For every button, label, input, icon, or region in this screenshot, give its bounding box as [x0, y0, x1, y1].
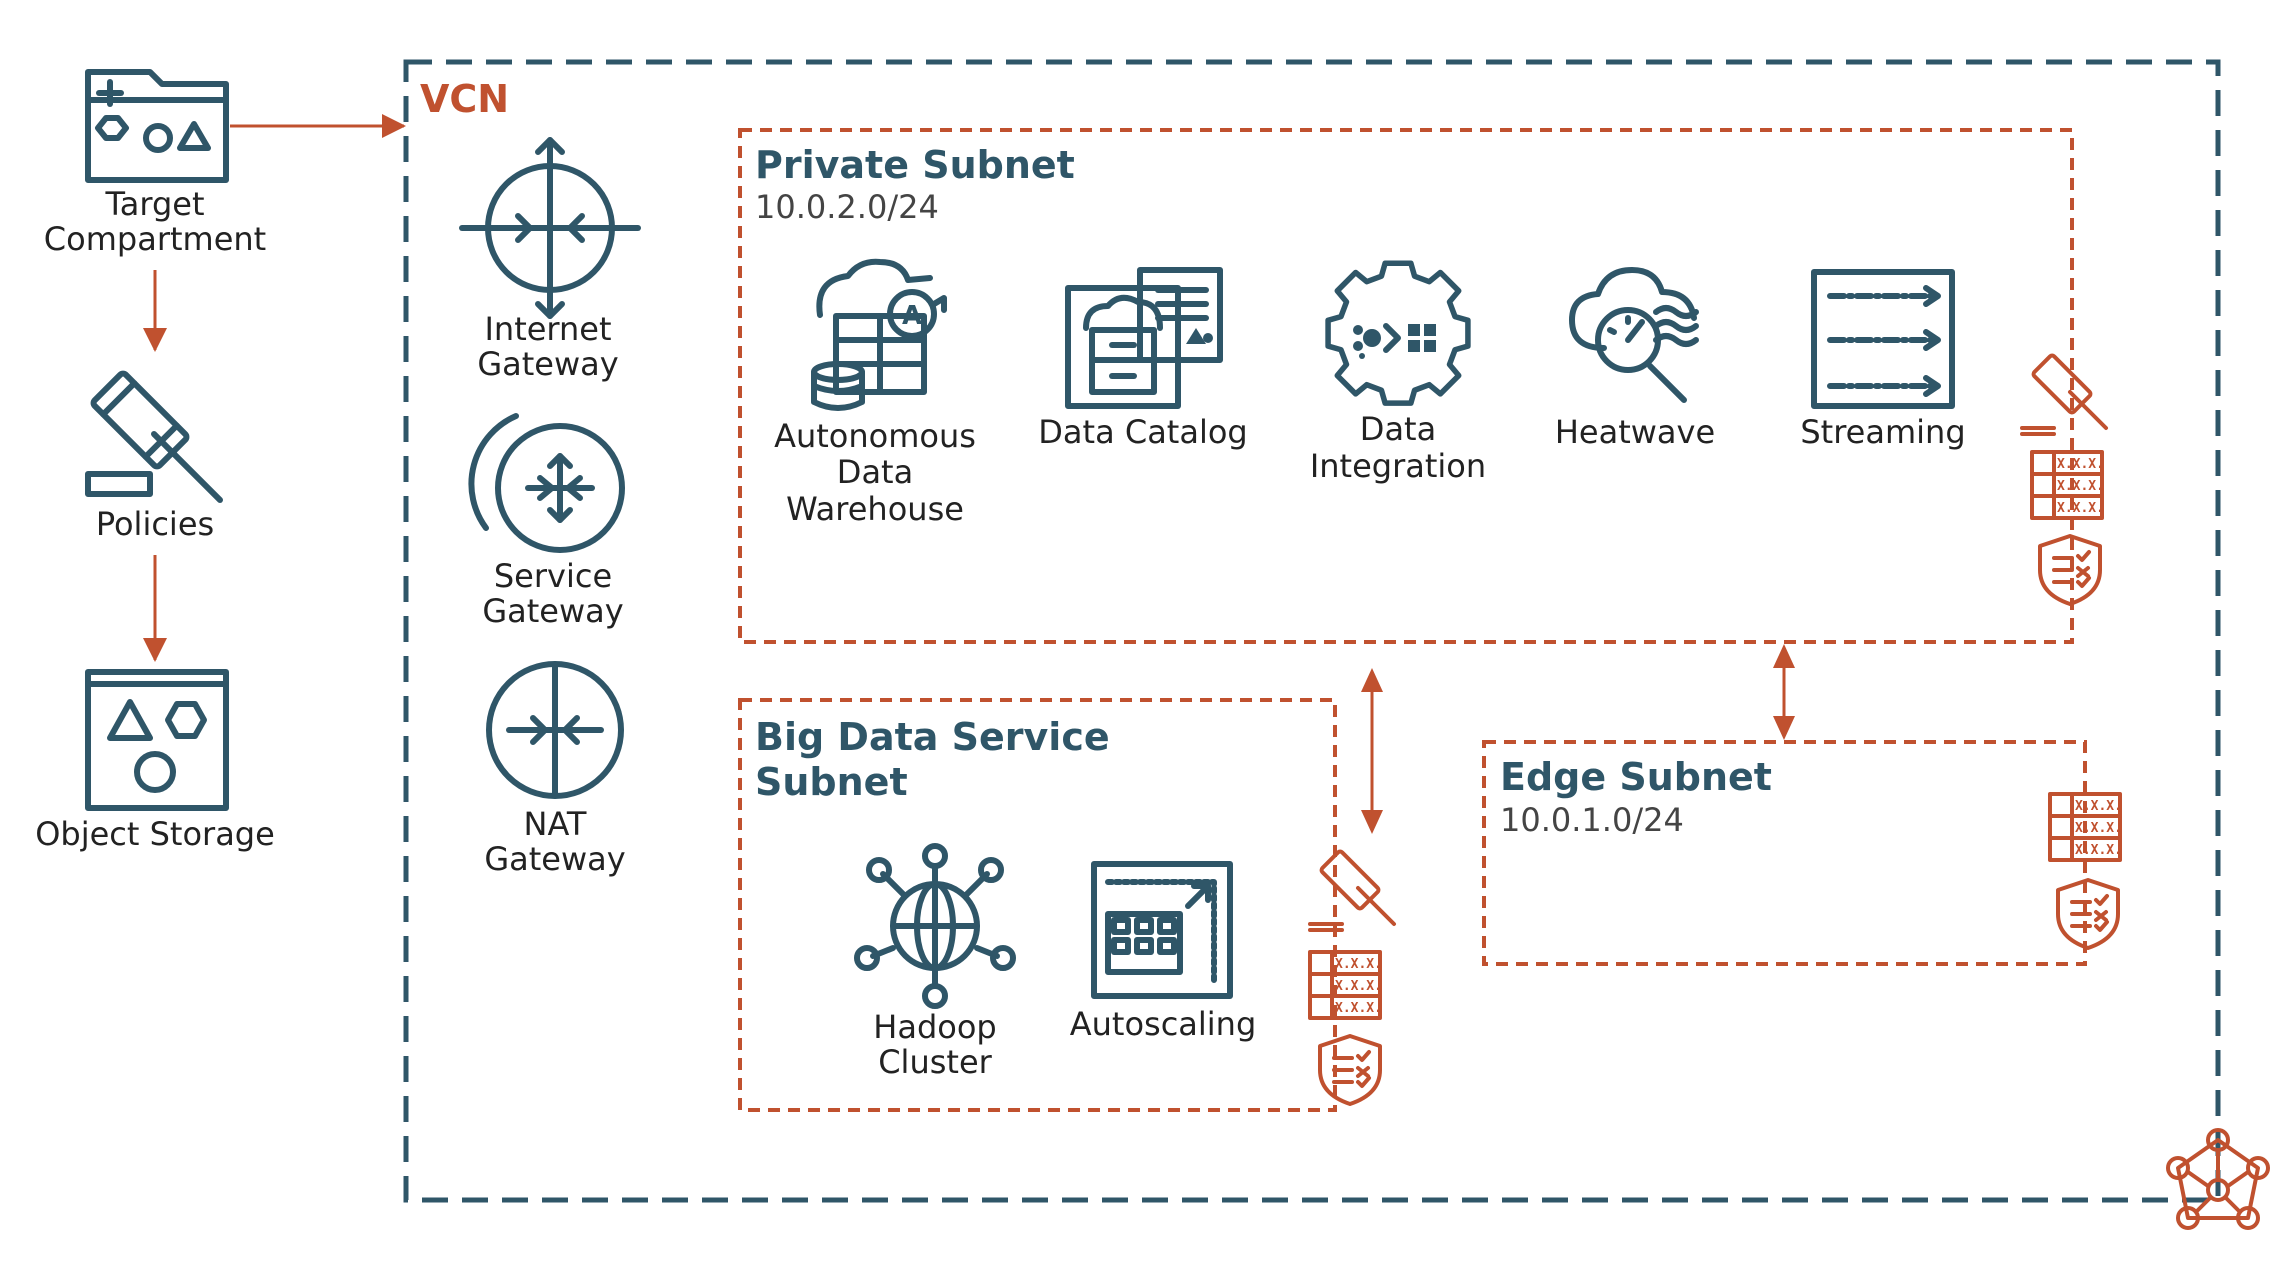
target-compartment-label-2: Compartment: [44, 220, 266, 258]
edge-subnet-title: Edge Subnet: [1500, 755, 1772, 799]
policies-gavel-icon: [85, 370, 223, 503]
adw-label-3: Warehouse: [786, 490, 964, 528]
heatwave-label: Heatwave: [1555, 413, 1715, 451]
bds-subnet-title-2: Subnet: [755, 760, 908, 804]
streaming-icon: [1811, 269, 1955, 409]
private-subnet-security-list-cell-1: X.X.X.: [2057, 457, 2104, 472]
autoscaling-label: Autoscaling: [1070, 1005, 1257, 1043]
bds-subnet-security-list-cell-2: X.X.X.: [1335, 979, 1382, 994]
adw-label-1: Autonomous: [774, 417, 976, 455]
internet-gateway-label-1: Internet: [484, 310, 611, 348]
object-storage-icon: [85, 669, 229, 811]
service-gateway-label-1: Service: [494, 557, 612, 595]
nat-gateway-icon: [486, 661, 624, 799]
private-subnet-route-gavel-icon: [2020, 352, 2108, 436]
private-to-bds-connector: [1361, 668, 1383, 834]
nat-gateway-label-2: Gateway: [484, 840, 625, 878]
hadoop-cluster-label-2: Cluster: [878, 1043, 992, 1081]
bds-subnet-title-1: Big Data Service: [755, 715, 1110, 759]
data-integration-label-2: Integration: [1310, 447, 1486, 485]
edge-subnet-cidr: 10.0.1.0/24: [1500, 801, 1684, 839]
policies-label: Policies: [96, 505, 214, 543]
adw-label-2: Data: [837, 453, 913, 491]
bds-subnet-security-list-icon: X.X.X. X.X.X. X.X.X.: [1308, 950, 1382, 1020]
service-gateway-label-2: Gateway: [482, 592, 623, 630]
edge-subnet-security-list-cell-3: X.X.X.: [2075, 843, 2122, 858]
data-integration-label-1: Data: [1360, 410, 1436, 448]
private-subnet-cidr: 10.0.2.0/24: [755, 188, 939, 226]
edge-subnet-security-shield-icon: [2056, 878, 2120, 950]
internet-gateway-label-2: Gateway: [477, 345, 618, 383]
private-to-edge-connector: [1773, 644, 1795, 740]
object-storage-label: Object Storage: [35, 815, 275, 853]
edge-subnet-boundary: [1482, 740, 2087, 966]
data-catalog-icon: [1065, 267, 1223, 409]
hadoop-cluster-icon: [854, 843, 1016, 1009]
data-catalog-label: Data Catalog: [1038, 413, 1247, 451]
data-integration-icon: [1325, 260, 1471, 406]
nat-gateway-label-1: NAT: [524, 805, 587, 843]
streaming-label: Streaming: [1800, 413, 1965, 451]
vcn-label: VCN: [420, 77, 509, 121]
heatwave-icon: [1569, 267, 1699, 403]
autonomous-data-warehouse-icon: A: [811, 258, 947, 411]
bds-subnet-security-list-cell-1: X.X.X.: [1335, 957, 1382, 972]
bds-subnet-security-list-cell-3: X.X.X.: [1335, 1001, 1382, 1016]
private-subnet-security-list-cell-3: X.X.X.: [2057, 501, 2104, 516]
edge-subnet-security-list-icon: X.X.X. X.X.X. X.X.X.: [2048, 792, 2122, 862]
bds-subnet-boundary: [738, 698, 1337, 1112]
edge-subnet-security-list-cell-2: X.X.X.: [2075, 821, 2122, 836]
internet-gateway-icon: [459, 137, 641, 319]
hadoop-cluster-label-1: Hadoop: [873, 1008, 996, 1046]
private-subnet-security-list-icon: X.X.X. X.X.X. X.X.X.: [2030, 450, 2104, 520]
private-subnet-boundary: [738, 128, 2074, 644]
private-subnet-security-list-cell-2: X.X.X.: [2057, 479, 2104, 494]
autoscaling-icon: [1091, 861, 1233, 999]
vcn-boundary: [403, 59, 2221, 1203]
bds-subnet-security-shield-icon: [1318, 1034, 1382, 1106]
bds-subnet-route-gavel-icon: [1308, 848, 1396, 932]
target-compartment-label-1: Target: [105, 185, 205, 223]
service-gateway-icon: [468, 413, 625, 553]
compartment-folder-icon: [85, 69, 229, 183]
private-subnet-title: Private Subnet: [755, 143, 1075, 187]
svg-text:A: A: [902, 301, 922, 331]
edge-subnet-security-list-cell-1: X.X.X.: [2075, 799, 2122, 814]
vcn-network-icon: [2166, 1128, 2270, 1230]
